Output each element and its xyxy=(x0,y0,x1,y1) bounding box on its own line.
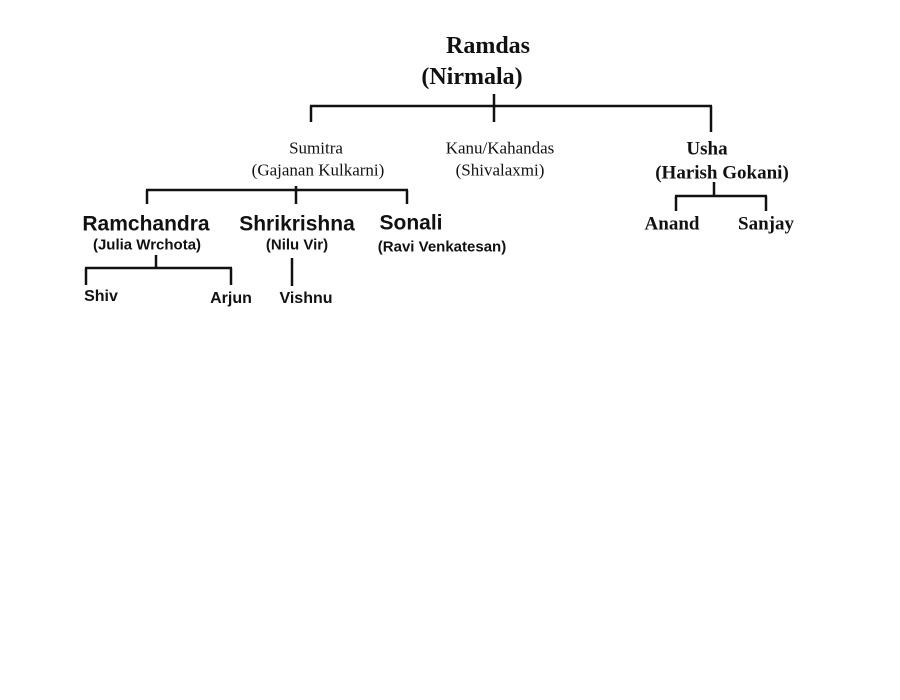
child-name: Usha xyxy=(686,138,728,160)
child-spouse: (Gajanan Kulkarni) xyxy=(251,160,385,180)
grandchild-spouse: (Nilu Vir) xyxy=(265,236,329,254)
grandchild-spouse: (Julia Wrchota) xyxy=(92,236,202,254)
child-name: Kanu/Kahandas xyxy=(445,138,555,158)
child-spouse: (Harish Gokani) xyxy=(655,162,789,184)
grandchild-name: Sanjay xyxy=(738,213,794,235)
grandchild-name: Shrikrishna xyxy=(239,212,355,236)
grandchild-spouse: (Ravi Venkatesan) xyxy=(377,238,507,256)
grandchild-name: Ramchandra xyxy=(82,212,210,236)
root-spouse: (Nirmala) xyxy=(421,64,523,90)
great-grandchild-name: Shiv xyxy=(84,288,118,305)
child-spouse: (Shivalaxmi) xyxy=(455,160,545,180)
root-name: Ramdas xyxy=(445,33,531,59)
grandchild-name: Sonali xyxy=(379,211,443,235)
great-grandchild-name: Arjun xyxy=(210,290,252,307)
great-grandchild-name: Vishnu xyxy=(279,290,333,307)
grandchild-name: Anand xyxy=(644,213,700,235)
child-name: Sumitra xyxy=(289,138,343,158)
